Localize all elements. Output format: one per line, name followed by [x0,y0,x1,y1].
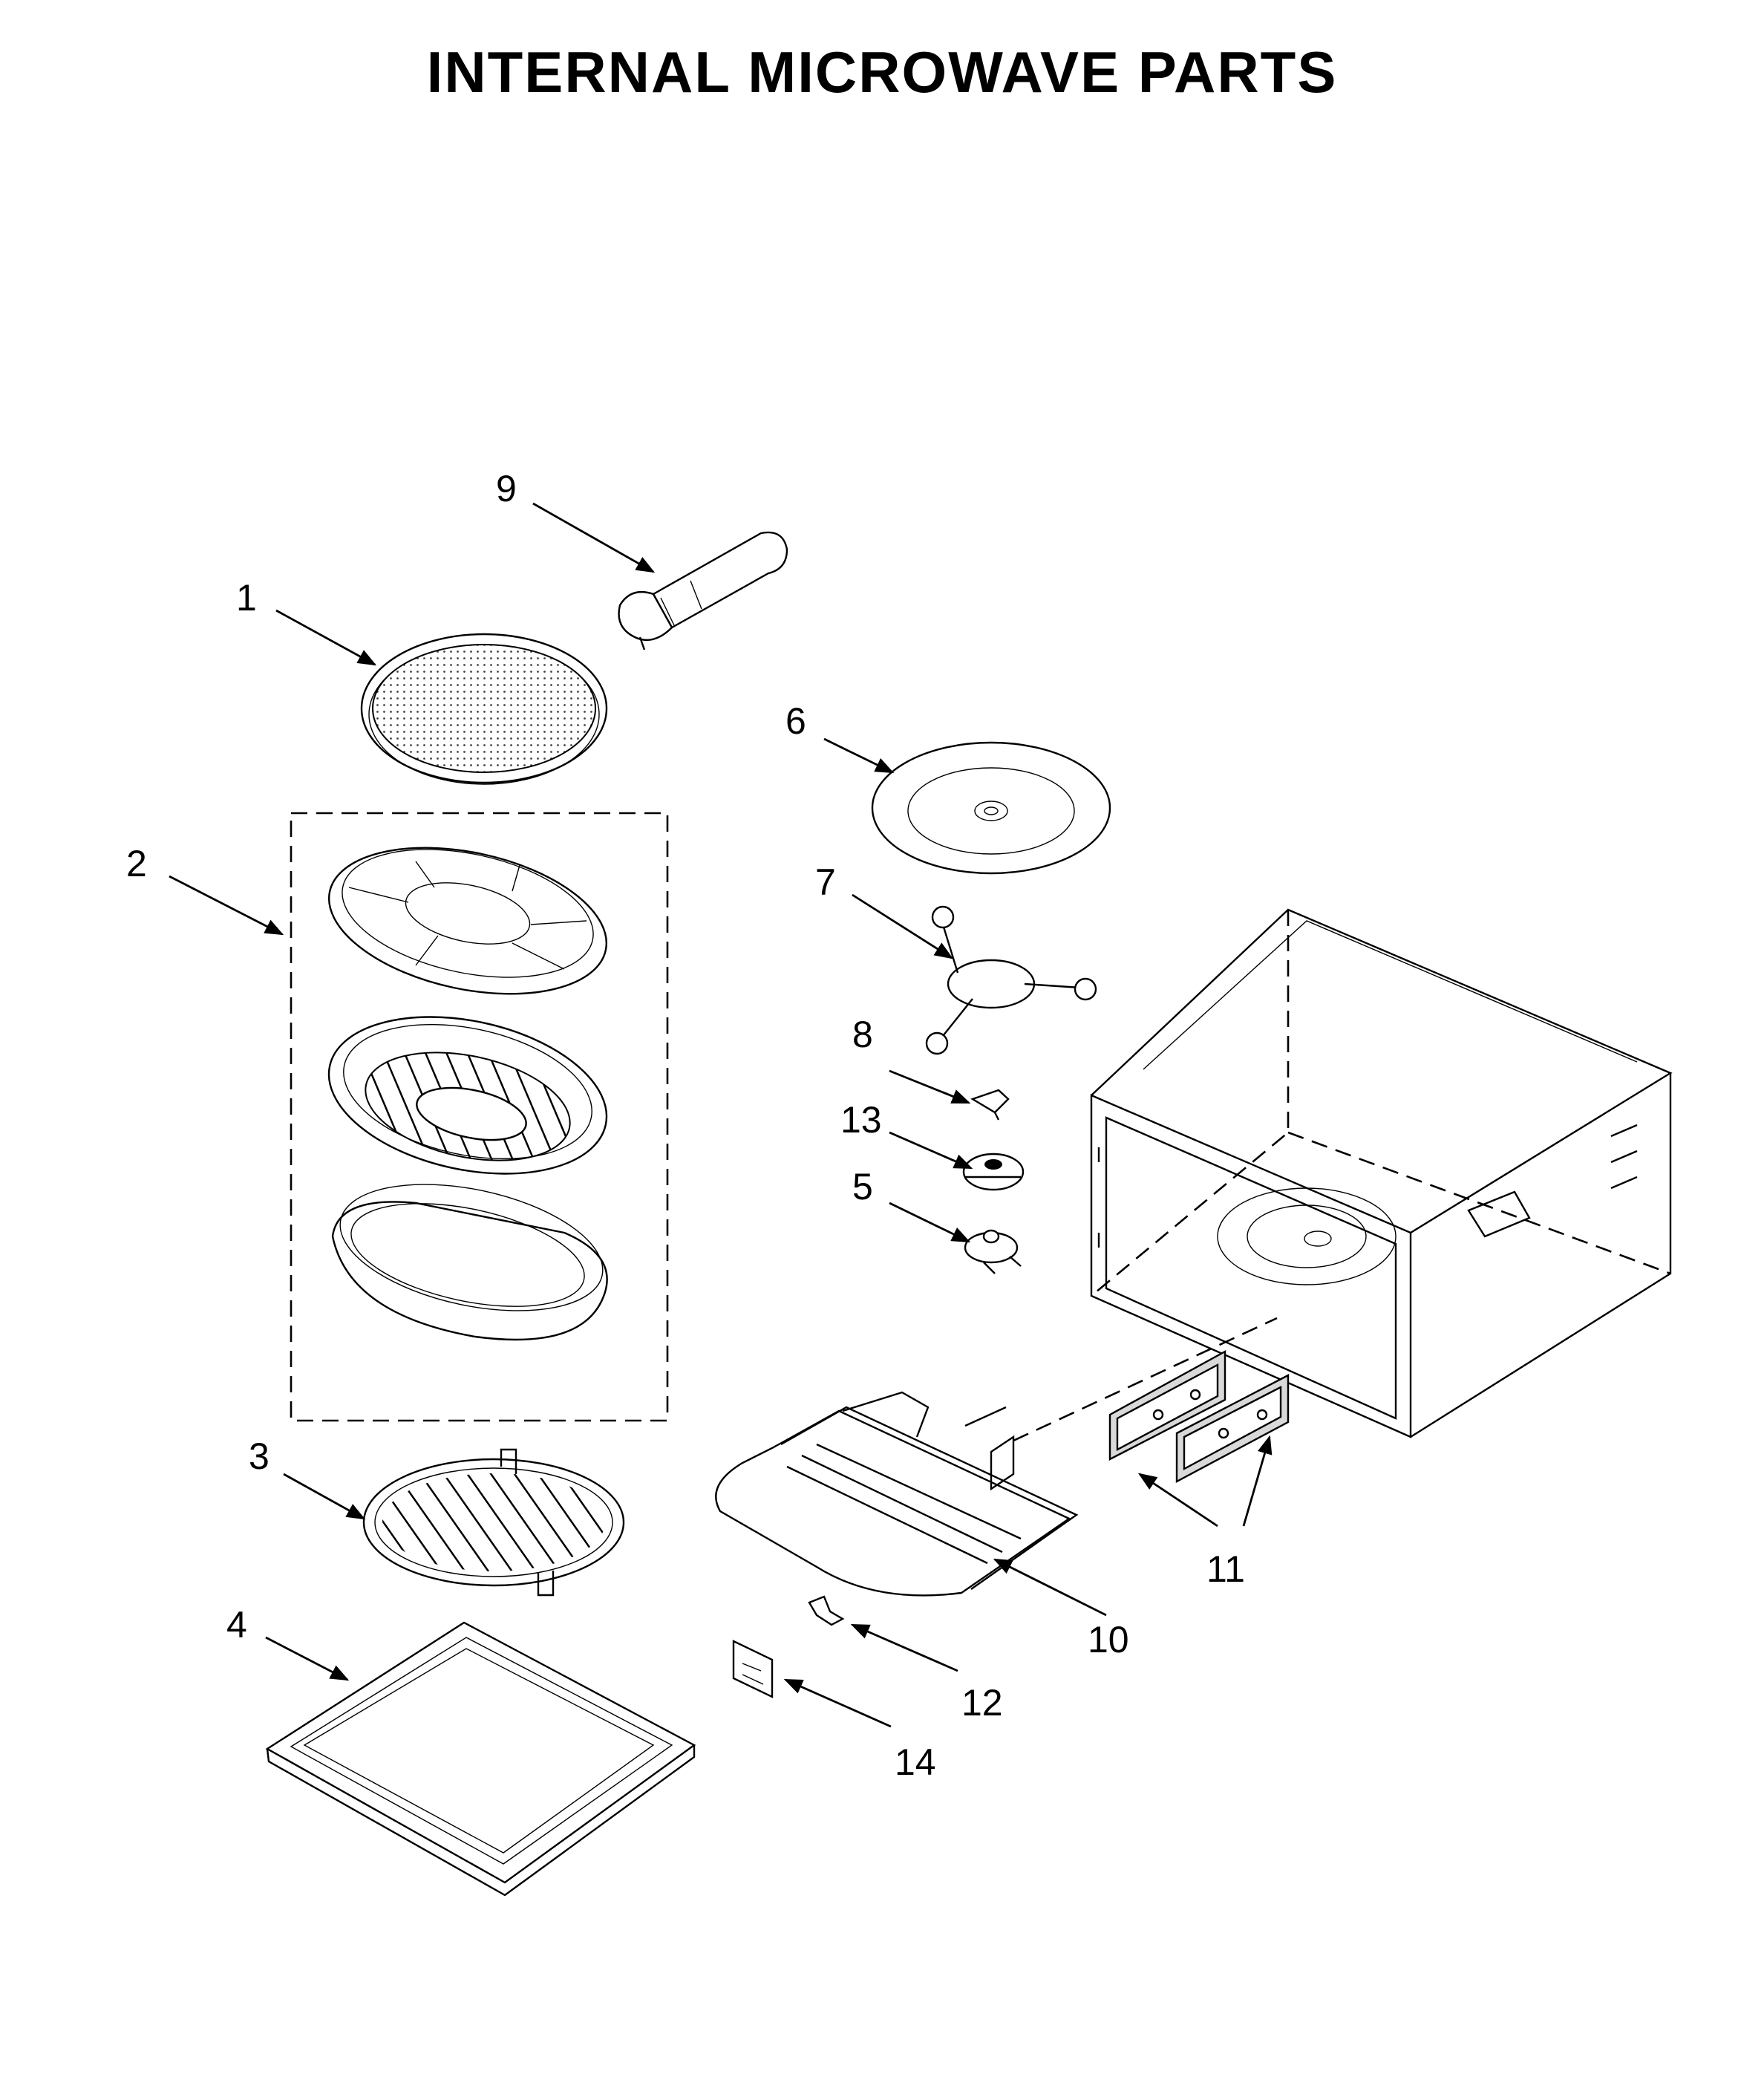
part-12-bracket[interactable] [808,1595,845,1626]
part-5-stirrer-motor[interactable] [964,1229,1022,1274]
part-7-roller-support[interactable] [925,905,1097,1055]
part-9-handle[interactable] [618,531,788,651]
callout-14: 14 [895,1741,936,1783]
callout-7: 7 [815,861,836,903]
callout-12: 12 [961,1682,1003,1724]
callout-9: 9 [496,468,517,509]
callout-4: 4 [226,1604,247,1646]
callout-13: 13 [840,1099,882,1141]
microwave-cavity [1090,908,1673,1438]
callout-8: 8 [852,1014,873,1055]
part-10-grill-element[interactable] [715,1317,1278,1597]
part-3-grill-rack[interactable] [362,1448,625,1597]
part-8-coupler[interactable] [970,1089,1010,1121]
part-13-turntable-motor[interactable] [962,1153,1025,1191]
callout-3: 3 [249,1435,270,1477]
callout-10: 10 [1088,1619,1129,1660]
page-title: INTERNAL MICROWAVE PARTS [426,39,1338,105]
callout-5: 5 [852,1166,873,1207]
part-11-mica-covers[interactable] [1108,1349,1290,1483]
callout-labels: 9 1 2 3 4 6 7 8 13 5 10 11 12 14 [126,468,1245,1783]
part-14-label[interactable] [732,1640,774,1698]
callout-1: 1 [236,577,257,619]
part-6-turntable-plate[interactable] [871,741,1111,875]
callout-6: 6 [785,700,806,742]
leader-lines [169,502,1273,1728]
callout-11: 11 [1206,1548,1245,1590]
part-4-baking-tray[interactable] [265,1621,696,1897]
callout-2: 2 [126,843,147,884]
part-2-steamer-set[interactable] [290,812,669,1422]
part-1-crisper-tray[interactable] [360,633,608,785]
